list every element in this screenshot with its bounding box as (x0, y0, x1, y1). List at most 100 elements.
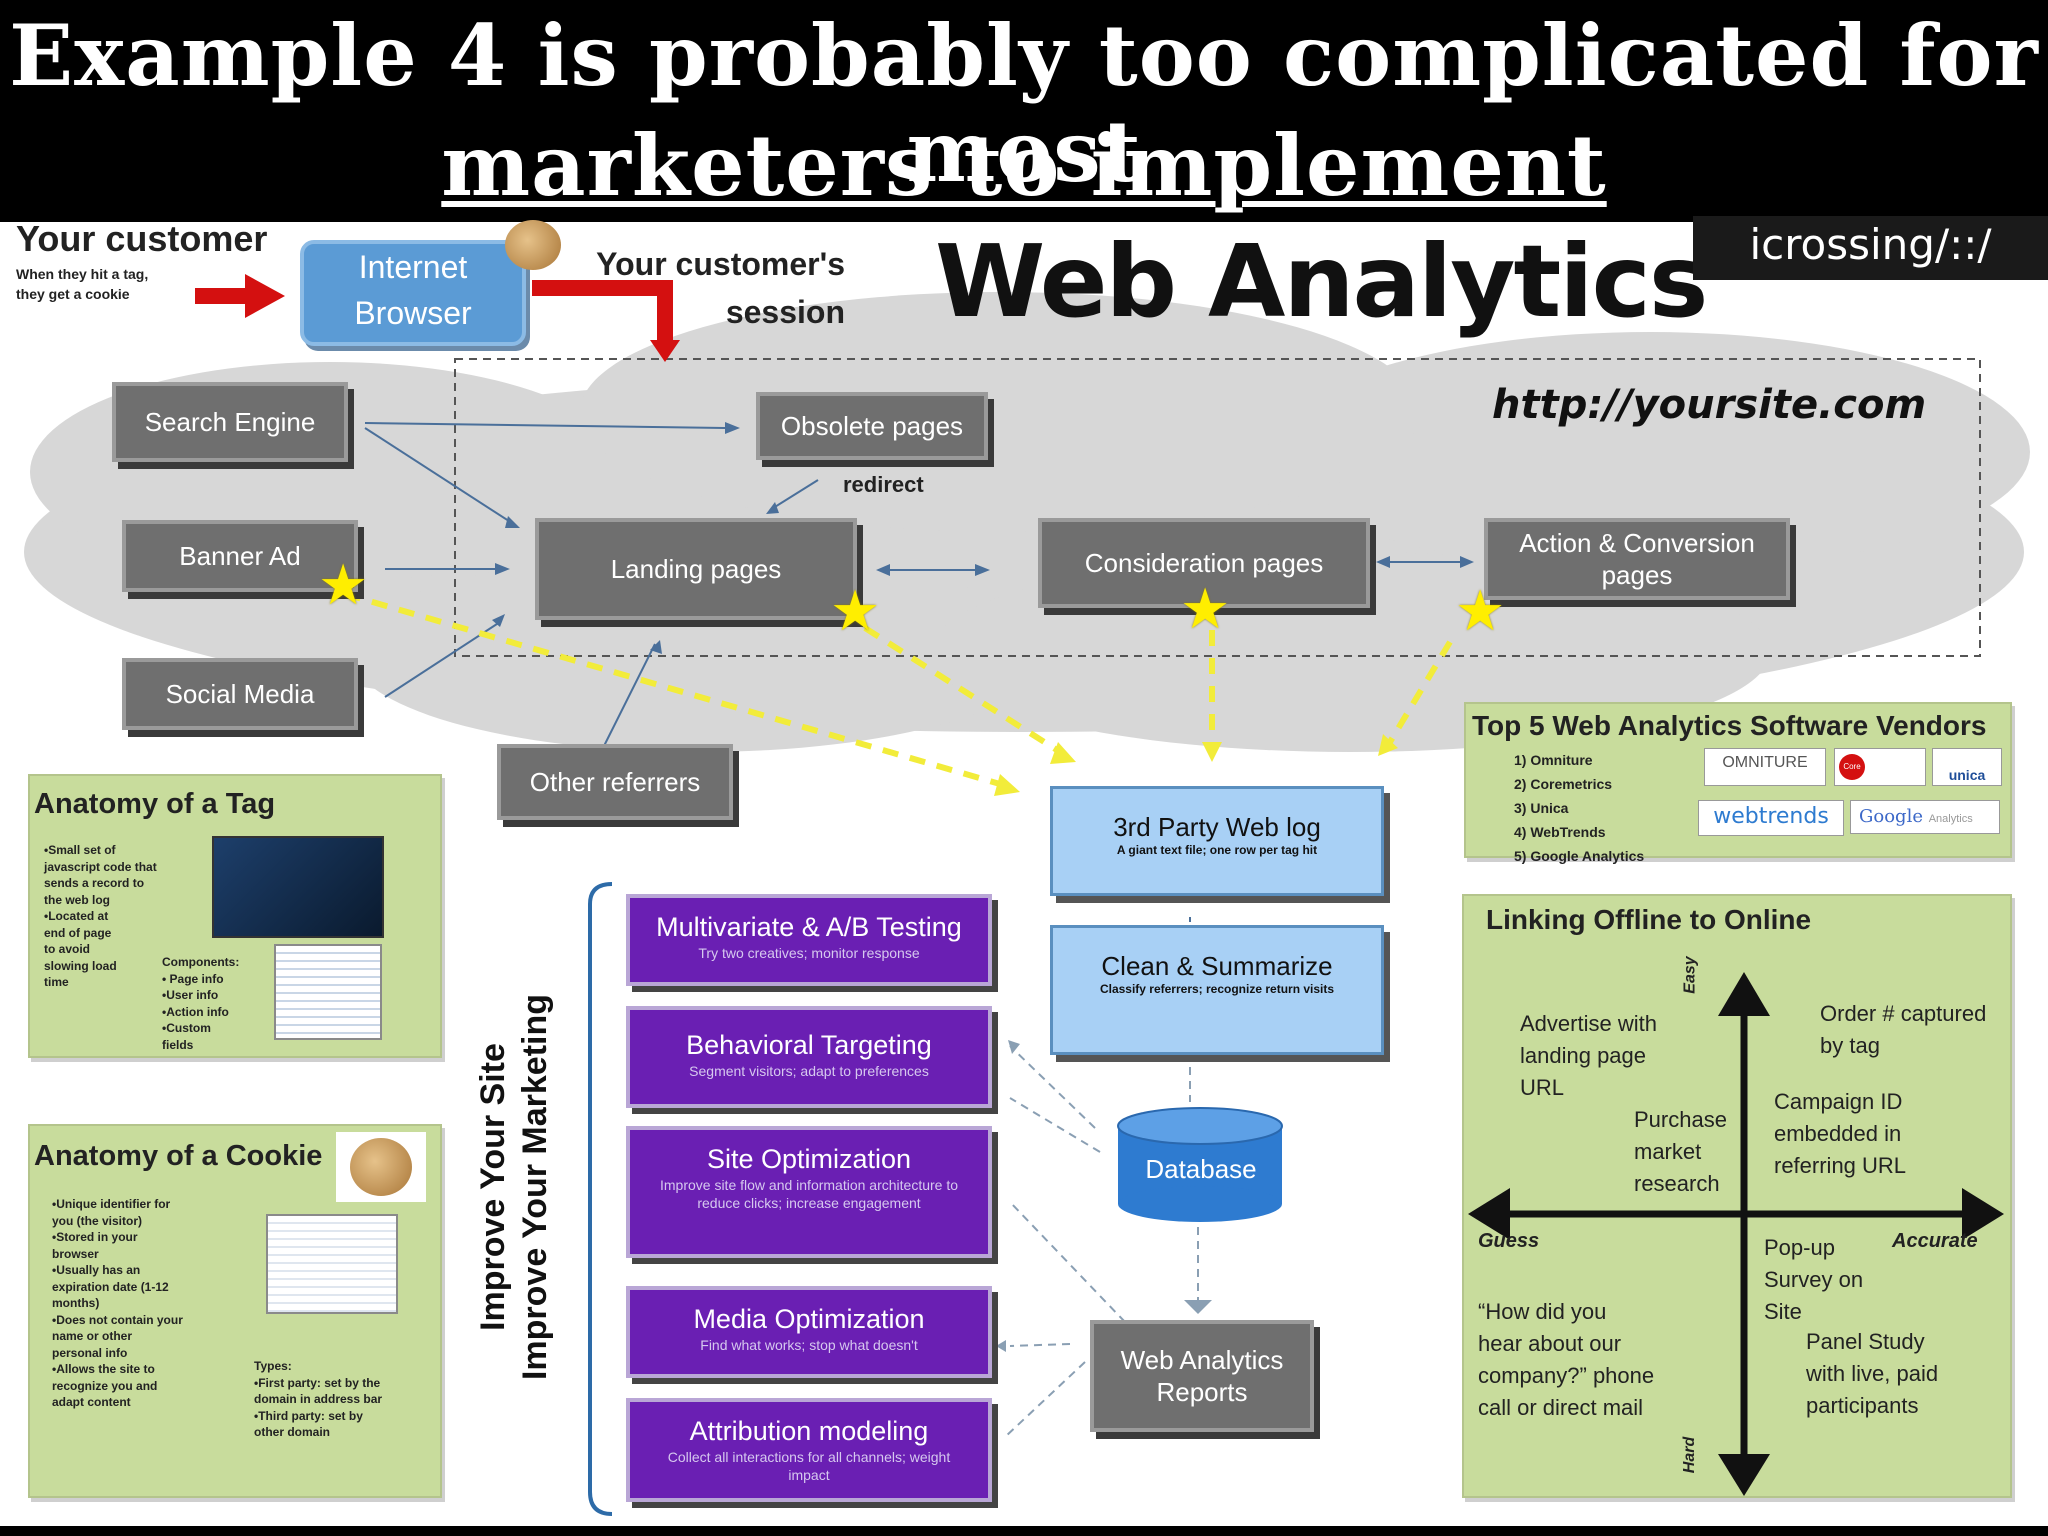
cookie-types: Types: •First party: set by the domain i… (254, 1358, 382, 1441)
vendors-title: Top 5 Web Analytics Software Vendors (1472, 710, 1987, 742)
cookie-folder-thumbnail (266, 1214, 398, 1314)
slide-title-bar: Example 4 is probably too complicated fo… (0, 0, 2048, 222)
quadrant-text: Survey on (1764, 1264, 1863, 1296)
cookie-note-line-2: they get a cookie (16, 284, 148, 304)
anatomy-tag-panel: Anatomy of a Tag •Small set of javascrip… (28, 774, 442, 1058)
quadrant-text: Site (1764, 1296, 1863, 1328)
web-log-title: 3rd Party Web log (1053, 811, 1381, 843)
other-referrers-box: Other referrers (497, 744, 733, 820)
behavioral-targeting-title: Behavioral Targeting (630, 1028, 988, 1062)
cookie-type: other domain (254, 1424, 382, 1441)
attribution-modeling-title: Attribution modeling (630, 1414, 988, 1448)
site-optimization-box: Site Optimization Improve site flow and … (626, 1126, 992, 1258)
ab-testing-subtitle: Try two creatives; monitor response (630, 944, 988, 962)
tag-component: • Page info (162, 971, 239, 988)
web-log-subtitle: A giant text file; one row per tag hit (1053, 843, 1381, 857)
tag-bullet: •Located at (44, 908, 157, 925)
tag-bullet: time (44, 974, 157, 991)
vendor-item: 1) Omniture (1514, 748, 1644, 772)
tag-bullet: javascript code that (44, 859, 157, 876)
tag-component: •User info (162, 987, 239, 1004)
vendor-item: 5) Google Analytics (1514, 844, 1644, 868)
star-icon: ★ (830, 584, 880, 640)
quadrant-text: research (1634, 1168, 1727, 1200)
vendor-item: 4) WebTrends (1514, 820, 1644, 844)
quadrant-text: with live, paid (1806, 1358, 1938, 1390)
tag-bullets: •Small set of javascript code that sends… (44, 842, 157, 991)
campaign-item: Campaign ID embedded in referring URL (1774, 1086, 1906, 1182)
quadrant-text: Advertise with (1520, 1008, 1657, 1040)
cookie-bullet: you (the visitor) (52, 1213, 183, 1230)
customer-session-label: Your customer's session (575, 240, 845, 336)
anatomy-cookie-panel: Anatomy of a Cookie •Unique identifier f… (28, 1124, 442, 1498)
cookie-bullet: •Usually has an (52, 1262, 183, 1279)
star-icon: ★ (318, 558, 368, 614)
tag-bullet: the web log (44, 892, 157, 909)
cookie-icon (505, 220, 561, 270)
quadrant-text: “How did you (1478, 1296, 1654, 1328)
cookie-note: When they hit a tag, they get a cookie (16, 264, 148, 304)
attribution-modeling-box: Attribution modeling Collect all interac… (626, 1398, 992, 1502)
cookie-type: domain in address bar (254, 1391, 382, 1408)
tag-component: •Action info (162, 1004, 239, 1021)
cookie-type: Types: (254, 1358, 382, 1375)
reports-line-1: Web Analytics (1121, 1344, 1284, 1376)
unica-logo: unica (1932, 748, 2002, 786)
improve-line-2: Improve Your Marketing (514, 952, 556, 1422)
coremetrics-mark: Core (1839, 754, 1865, 780)
anatomy-cookie-title: Anatomy of a Cookie (34, 1140, 322, 1173)
star-icon: ★ (1180, 582, 1230, 638)
media-optimization-title: Media Optimization (630, 1302, 988, 1336)
tag-bullet: end of page (44, 925, 157, 942)
social-media-box: Social Media (122, 658, 358, 730)
quadrant-text: Pop-up (1764, 1232, 1863, 1264)
slide-title-line-2: marketers to implement (0, 118, 2048, 214)
quadrant-text: market (1634, 1136, 1727, 1168)
session-line-2: session (575, 288, 845, 336)
axis-hard: Hard (1681, 1437, 1699, 1473)
cookie-bullet: browser (52, 1246, 183, 1263)
search-engine-box: Search Engine (112, 382, 348, 462)
tag-components: Components: • Page info •User info •Acti… (162, 954, 239, 1053)
behavioral-targeting-subtitle: Segment visitors; adapt to preferences (630, 1062, 988, 1080)
how-did-you-item: “How did you hear about our company?” ph… (1478, 1296, 1654, 1424)
panel-study-item: Panel Study with live, paid participants (1806, 1326, 1938, 1422)
cookie-bullets: •Unique identifier for you (the visitor)… (52, 1196, 183, 1411)
axis-guess: Guess (1478, 1230, 1539, 1253)
attribution-modeling-subtitle: Collect all interactions for all channel… (630, 1448, 988, 1484)
cookie-bullet: months) (52, 1295, 183, 1312)
quadrant-text: embedded in (1774, 1118, 1906, 1150)
browser-line-2: Browser (304, 290, 522, 336)
quadrant-text: Panel Study (1806, 1326, 1938, 1358)
media-optimization-subtitle: Find what works; stop what doesn't (630, 1336, 988, 1354)
cookie-type: •Third party: set by (254, 1408, 382, 1425)
quadrant-text: Purchase (1634, 1104, 1727, 1136)
vendors-panel: Top 5 Web Analytics Software Vendors 1) … (1464, 702, 2012, 858)
clean-summarize-title: Clean & Summarize (1053, 950, 1381, 982)
axis-easy: Easy (1682, 956, 1700, 993)
web-log-box: 3rd Party Web log A giant text file; one… (1050, 786, 1384, 896)
anatomy-tag-title: Anatomy of a Tag (34, 788, 275, 821)
tag-component: Components: (162, 954, 239, 971)
vendor-item: 2) Coremetrics (1514, 772, 1644, 796)
cookie-bullet: expiration date (1-12 (52, 1279, 183, 1296)
star-icon: ★ (1455, 584, 1505, 640)
cookie-bullet: •Unique identifier for (52, 1196, 183, 1213)
cookie-bullet: adapt content (52, 1394, 183, 1411)
database-cylinder: Database (1116, 1106, 1286, 1224)
cookie-photo (336, 1132, 426, 1202)
tag-component: •Custom (162, 1020, 239, 1037)
vendors-list: 1) Omniture 2) Coremetrics 3) Unica 4) W… (1514, 748, 1644, 868)
quadrant-text: URL (1520, 1072, 1657, 1104)
site-optimization-subtitle: Improve site flow and information archit… (630, 1176, 988, 1212)
clean-summarize-subtitle: Classify referrers; recognize return vis… (1053, 982, 1381, 996)
tag-bullet: to avoid (44, 941, 157, 958)
cookie-bullet: •Does not contain your (52, 1312, 183, 1329)
cookie-type: •First party: set by the (254, 1375, 382, 1392)
order-item: Order # captured by tag (1820, 998, 1986, 1062)
purchase-item: Purchase market research (1634, 1104, 1727, 1200)
tag-bullet: •Small set of (44, 842, 157, 859)
quadrant-text: Campaign ID (1774, 1086, 1906, 1118)
redirect-label: redirect (843, 472, 924, 498)
bottom-bar (0, 1526, 2048, 1536)
